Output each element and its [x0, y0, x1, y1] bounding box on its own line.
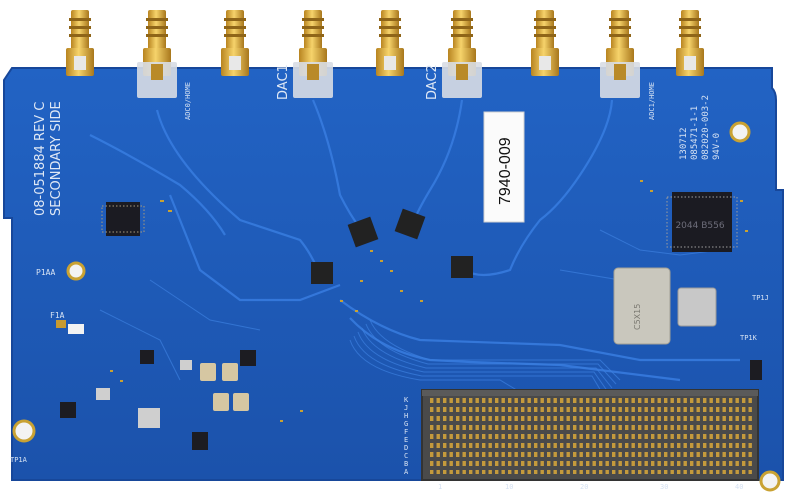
svg-text:085471-1-1: 085471-1-1 — [690, 106, 700, 160]
svg-text:30: 30 — [660, 483, 668, 491]
sma-connectors — [66, 10, 704, 98]
part-sticker: 7940-009 — [483, 111, 525, 223]
svg-text:K: K — [404, 396, 409, 404]
svg-text:94V-0: 94V-0 — [712, 133, 722, 160]
svg-text:130712: 130712 — [679, 127, 689, 160]
silk-right-info: 130712 085471-1-1 082020-003-2 94V-0 — [679, 95, 722, 160]
svg-text:P1AA: P1AA — [36, 268, 55, 277]
balun-transformers — [311, 208, 473, 284]
ic-left — [101, 202, 145, 236]
sma-connector — [376, 10, 404, 76]
svg-text:20: 20 — [580, 483, 588, 491]
sma-connector — [221, 10, 249, 76]
component-designators: P1AA TP1A F1A TP1K TP1J — [10, 268, 769, 464]
smd-passives — [110, 180, 748, 422]
ic-right-large: 2044 B556 — [666, 192, 738, 252]
svg-text:10: 10 — [505, 483, 513, 491]
svg-text:F1A: F1A — [50, 311, 65, 320]
svg-text:40: 40 — [735, 483, 743, 491]
svg-text:J: J — [404, 404, 408, 412]
svg-text:F: F — [404, 428, 408, 436]
svg-text:1: 1 — [438, 483, 442, 491]
svg-text:TP1J: TP1J — [752, 294, 769, 302]
small-ics — [60, 350, 762, 450]
silk-part-number: 08-051884 REV C — [33, 102, 48, 216]
svg-text:2044 B556: 2044 B556 — [675, 221, 724, 231]
sma-connector — [293, 10, 333, 98]
crystal-oscillators: C5X15 — [613, 267, 717, 345]
connector-col-labels: 1 10 20 30 40 — [438, 483, 743, 491]
sma-connector — [531, 10, 559, 76]
svg-text:C: C — [404, 452, 408, 460]
svg-text:D: D — [404, 444, 408, 452]
sma-connector — [600, 10, 640, 98]
svg-text:H: H — [404, 412, 408, 420]
passive-components — [56, 320, 249, 428]
svg-text:B: B — [404, 460, 408, 468]
silk-dac1: DAC1 — [276, 64, 291, 100]
svg-text:A: A — [404, 468, 409, 476]
silk-adc1: ADC1/HOME — [648, 82, 656, 120]
silk-adc0: ADC0/HOME — [184, 82, 192, 120]
board-outline — [3, 67, 784, 481]
sma-connector — [442, 10, 482, 98]
svg-text:7940-009: 7940-009 — [497, 137, 514, 205]
sma-connector — [676, 10, 704, 76]
svg-text:C5X15: C5X15 — [633, 304, 642, 330]
connector-row-labels: A B C D E F G H J K — [404, 396, 409, 476]
sma-connector — [137, 10, 177, 98]
mounting-holes — [12, 121, 781, 492]
svg-text:TP1A: TP1A — [10, 456, 28, 464]
silk-side-label: SECONDARY SIDE — [49, 101, 64, 216]
svg-text:TP1K: TP1K — [740, 334, 758, 342]
svg-text:G: G — [404, 420, 408, 428]
svg-text:082020-003-2: 082020-003-2 — [701, 95, 711, 160]
silk-dac2: DAC2 — [425, 64, 440, 100]
high-density-connector — [421, 389, 759, 481]
digital-traces — [99, 229, 721, 397]
svg-text:E: E — [404, 436, 408, 444]
sma-connector — [66, 10, 94, 76]
